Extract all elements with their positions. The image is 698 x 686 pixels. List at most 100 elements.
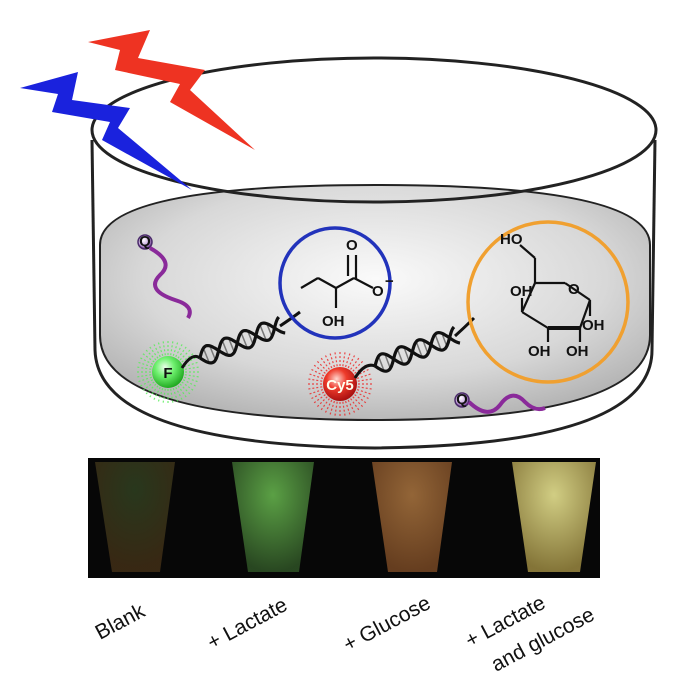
tube-label-glucose: + Glucose bbox=[340, 591, 435, 656]
glucose-oh-2: OH bbox=[582, 317, 605, 334]
quencher-strand-top bbox=[148, 246, 192, 320]
glow-ray bbox=[157, 387, 164, 403]
glow-ray bbox=[137, 361, 153, 368]
glucose-probe: Cy5 HO O OH OH OH OH bbox=[306, 220, 630, 418]
glow-ray bbox=[148, 345, 159, 359]
dna-base-pair bbox=[247, 330, 254, 345]
dna-base-pair bbox=[221, 340, 229, 356]
glow-ray bbox=[179, 348, 192, 361]
glow-ray bbox=[175, 386, 184, 401]
glow-ray bbox=[141, 352, 155, 363]
tube-lactate-glucose bbox=[512, 462, 596, 572]
glow-ray bbox=[181, 352, 195, 363]
dna-linker-right bbox=[353, 363, 376, 379]
glow-ray bbox=[350, 356, 361, 370]
glow-ray bbox=[350, 398, 361, 412]
dna-strand bbox=[374, 330, 461, 373]
tube-lactate bbox=[232, 462, 314, 572]
dish-bottom-rim bbox=[93, 349, 654, 450]
glow-ray bbox=[306, 378, 323, 382]
glow-ray bbox=[139, 379, 154, 388]
glow-ray bbox=[182, 356, 197, 365]
dna-base-pair bbox=[384, 353, 392, 369]
dna-base-pair bbox=[377, 355, 385, 372]
glow-ray bbox=[137, 376, 153, 383]
lactate-molecule bbox=[300, 255, 374, 308]
tube-labels: Blank + Lactate + Glucose + Lactate and … bbox=[92, 591, 599, 676]
glow-ray bbox=[312, 394, 326, 405]
glow-ray bbox=[184, 366, 200, 370]
glow-ray bbox=[183, 376, 199, 383]
glow-ray bbox=[144, 348, 157, 361]
glow-ray bbox=[356, 372, 373, 380]
dish-wall-left bbox=[90, 139, 97, 351]
dna-strand bbox=[373, 325, 456, 367]
glow-ray bbox=[307, 388, 324, 396]
dna-base-pair bbox=[396, 348, 404, 365]
glucose-oh-3: OH bbox=[528, 343, 551, 360]
glow-ray bbox=[172, 387, 179, 403]
glow-ray bbox=[172, 341, 179, 357]
glow-ray bbox=[328, 351, 336, 368]
dna-base-pair bbox=[422, 339, 429, 354]
glucose-target-ring bbox=[466, 220, 630, 384]
dna-base-pair bbox=[209, 345, 217, 361]
tube-blank bbox=[95, 462, 175, 572]
glow-ray bbox=[306, 386, 323, 390]
glow-ray bbox=[347, 399, 356, 415]
lactate-probe: F O O − OH Q bbox=[136, 226, 394, 404]
quencher-top bbox=[137, 234, 153, 250]
glow-ray bbox=[352, 359, 365, 372]
tube-label-blank: Blank bbox=[92, 599, 150, 644]
lactate-charge: − bbox=[385, 273, 394, 290]
glow-ray bbox=[309, 368, 325, 377]
glow-ray bbox=[347, 353, 356, 369]
glow-ray bbox=[328, 400, 336, 417]
glow-ray bbox=[334, 350, 338, 367]
glow-ray bbox=[315, 396, 328, 409]
glow-ray bbox=[152, 343, 161, 358]
glow-ray bbox=[354, 394, 368, 405]
glow-ray bbox=[352, 396, 365, 409]
glow-ray bbox=[182, 379, 197, 388]
glow-ray bbox=[136, 374, 152, 378]
glow-ray bbox=[342, 350, 346, 367]
glow-ray bbox=[179, 383, 192, 396]
glow-ray bbox=[177, 385, 188, 399]
dish-wall-right bbox=[650, 139, 657, 351]
quencher-top-label: Q bbox=[139, 233, 151, 250]
dna-base-pair bbox=[240, 332, 248, 349]
glow-ray bbox=[170, 388, 174, 404]
tube-label-lactate: + Lactate bbox=[204, 593, 292, 654]
glow-ray bbox=[177, 345, 188, 359]
glow-ray bbox=[175, 343, 184, 358]
glucose-oh-4: OH bbox=[566, 343, 589, 360]
glow-ray bbox=[324, 399, 333, 415]
lactate-hydroxyl: OH bbox=[322, 313, 345, 330]
glow-ray bbox=[141, 381, 155, 392]
glow-ray bbox=[319, 398, 330, 412]
glucose-oh-1: OH bbox=[510, 283, 533, 300]
fluorophore-red-label: Cy5 bbox=[326, 377, 354, 394]
glow-ray bbox=[181, 381, 195, 392]
dna-base-pair bbox=[434, 334, 442, 351]
dish-liquid bbox=[99, 183, 651, 422]
tube-photo bbox=[88, 458, 600, 578]
dna-strand bbox=[199, 321, 286, 365]
glow-ray bbox=[162, 340, 166, 356]
glow-ray bbox=[144, 383, 157, 396]
glucose-ch2oh: HO bbox=[500, 231, 523, 248]
dna-base-pair bbox=[259, 324, 267, 341]
quencher-strand-bottom bbox=[467, 393, 546, 414]
glow-ray bbox=[162, 388, 166, 404]
glow-ray bbox=[357, 386, 374, 390]
glow-ray bbox=[315, 359, 328, 372]
dna-tether-glucose bbox=[453, 316, 476, 338]
quencher-bottom bbox=[454, 392, 470, 408]
glucose-ring-o: O bbox=[568, 281, 580, 298]
glow-ray bbox=[344, 351, 352, 368]
dna-base-pair bbox=[403, 346, 410, 362]
glow-ray bbox=[342, 401, 346, 418]
glow-ray bbox=[136, 366, 152, 370]
